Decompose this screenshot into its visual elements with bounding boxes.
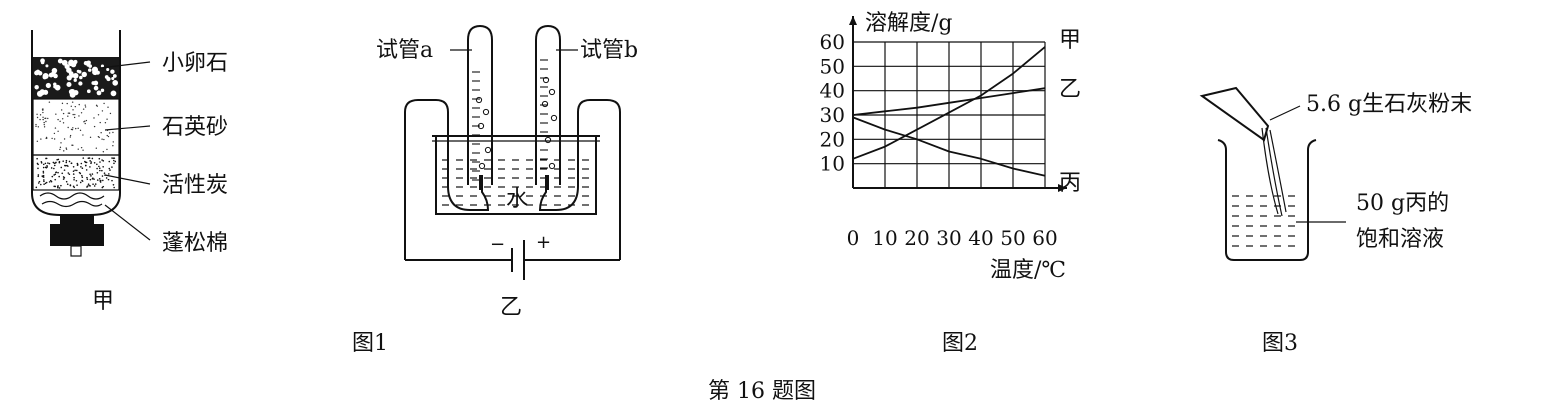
y-tick-label: 30 xyxy=(820,103,845,127)
bottle-cap xyxy=(50,224,104,246)
x-tick-label: 20 xyxy=(904,226,929,250)
outlet-tube xyxy=(70,245,82,257)
x-tick-label: 40 xyxy=(968,226,993,250)
yi-caption: 乙 xyxy=(500,295,522,320)
water-trough xyxy=(435,136,597,215)
pebble-label: 小卵石 xyxy=(162,51,228,76)
x-tick-label: 0 xyxy=(847,226,860,250)
powder-label: 5.6 g生石灰粉末 xyxy=(1306,92,1472,117)
x-tick-label: 50 xyxy=(1000,226,1025,250)
fig2-caption: 图2 xyxy=(942,331,978,356)
tube-a-label: 试管a xyxy=(376,38,433,63)
x-tick-label: 10 xyxy=(872,226,897,250)
filter-apparatus: 小卵石 石英砂 活性炭 蓬松棉 甲 xyxy=(31,30,228,314)
wire-right xyxy=(577,99,621,260)
beaker-apparatus: 5.6 g生石灰粉末 50 g丙的 饱和溶液 xyxy=(1199,86,1472,261)
minus-sign: − xyxy=(490,234,505,255)
series-label-1: 甲 xyxy=(1059,28,1081,53)
series-label-2: 乙 xyxy=(1059,77,1081,102)
x-axis-arrow xyxy=(1058,184,1067,192)
water-label: 水 xyxy=(506,187,528,212)
series-line-2 xyxy=(852,87,1046,116)
carbon-label: 活性炭 xyxy=(162,173,228,198)
electrode-a-wire xyxy=(447,160,490,211)
plus-sign: + xyxy=(536,232,551,253)
series-line-3 xyxy=(852,116,1046,177)
solution-label-line2: 饱和溶液 xyxy=(1356,227,1444,252)
electrolysis-apparatus: − + 试管a 试管b 水 乙 xyxy=(376,24,638,320)
y-axis-arrow xyxy=(849,16,857,25)
series-line-1 xyxy=(852,46,1046,160)
electrode-b-wire xyxy=(538,160,579,211)
test-tube-a xyxy=(467,24,493,185)
test-tube-b xyxy=(535,24,561,185)
y-tick-label: 10 xyxy=(820,152,845,176)
sand-label: 石英砂 xyxy=(162,115,228,140)
carbon-leader xyxy=(104,174,151,185)
x-tick-label: 60 xyxy=(1032,226,1057,250)
figure-caption: 第 16 题图 xyxy=(708,379,816,404)
y-tick-label: 50 xyxy=(820,54,845,78)
fig1-caption: 图1 xyxy=(352,331,388,356)
series-label-3: 丙 xyxy=(1059,171,1081,196)
x-tick-label: 30 xyxy=(936,226,961,250)
cotton-label: 蓬松棉 xyxy=(162,231,228,256)
powder-leader xyxy=(1269,105,1301,121)
x-axis-label: 温度/℃ xyxy=(990,258,1066,283)
cotton-leader xyxy=(104,204,151,241)
fig3-caption: 图3 xyxy=(1262,331,1298,356)
wire-left xyxy=(404,99,449,260)
solution-label-line1: 50 g丙的 xyxy=(1356,191,1449,216)
bottle-neck xyxy=(60,215,94,224)
quartz-sand-layer xyxy=(32,98,120,156)
cotton-layer xyxy=(39,192,105,208)
pebble-leader xyxy=(99,61,151,69)
beaker xyxy=(1217,139,1317,261)
jia-caption: 甲 xyxy=(92,289,114,314)
y-tick-label: 60 xyxy=(820,30,845,54)
y-axis-label: 溶解度/g xyxy=(865,11,953,36)
paper-scoop xyxy=(1199,86,1270,142)
y-tick-label: 20 xyxy=(820,127,845,151)
sand-leader xyxy=(104,125,151,131)
tube-b-label: 试管b xyxy=(580,38,638,63)
y-tick-label: 40 xyxy=(820,79,845,103)
falling-powder xyxy=(1261,127,1287,217)
activated-carbon-layer xyxy=(32,154,120,191)
